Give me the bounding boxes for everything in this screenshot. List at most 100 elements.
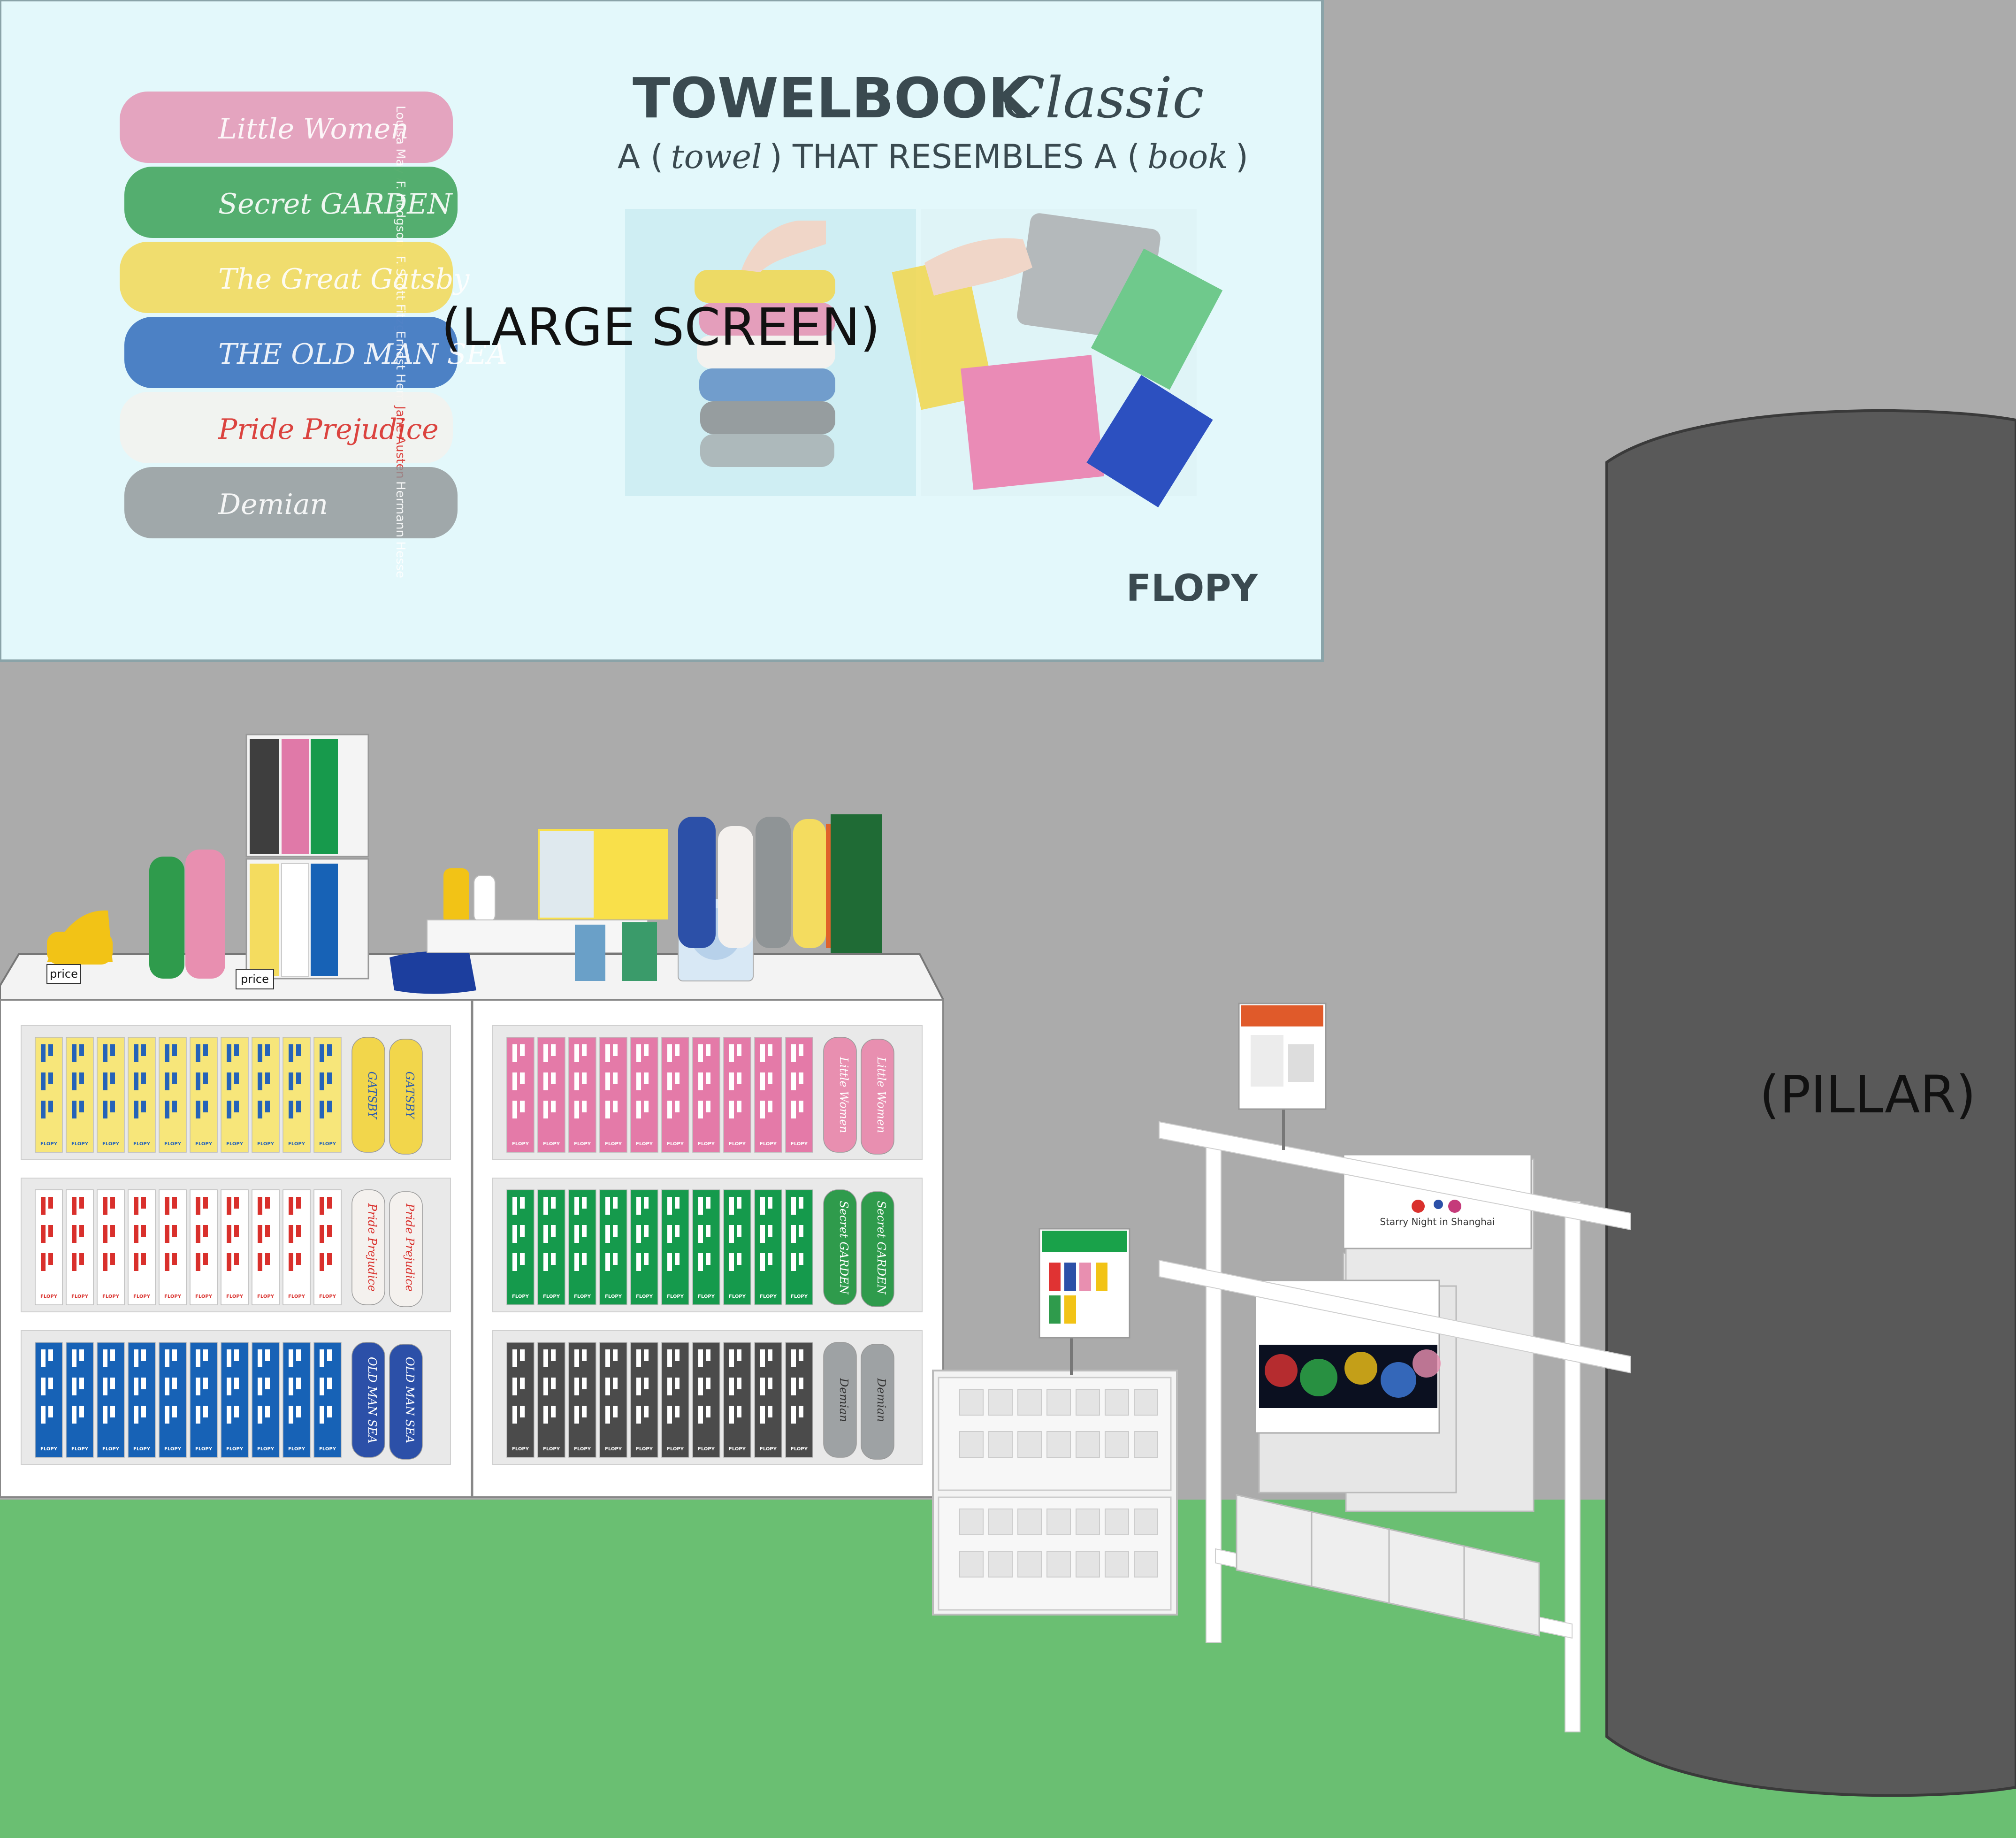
gift-box: FLOPY <box>754 1189 782 1305</box>
screen-tagline: A (towel) THAT RESEMBLES A (book) <box>618 138 1248 176</box>
gift-box-brand: FLOPY <box>133 1141 151 1147</box>
gift-box: FLOPY <box>754 1342 782 1458</box>
gift-box: FLOPY <box>252 1342 280 1458</box>
stack-towel-author: Hermann Hesse <box>393 481 407 578</box>
gift-box: FLOPY <box>630 1037 658 1153</box>
stack-towel-title: The Great Gatsby <box>218 263 470 296</box>
gift-box-brand: FLOPY <box>40 1447 58 1452</box>
gift-box-brand: FLOPY <box>512 1447 529 1452</box>
shelf-bay-1: FLOPY FLOPY FLOPY FLOPY FLOPY FLOPY FLOPY FLOPY… <box>21 1025 451 1160</box>
rolled-towel-title: Demian <box>875 1378 888 1422</box>
gift-box: FLOPY <box>630 1342 658 1458</box>
gift-box: FLOPY <box>252 1189 280 1305</box>
rolled-towel: GATSBY <box>389 1039 423 1155</box>
green-towel <box>149 857 184 979</box>
gift-box-brand: FLOPY <box>226 1447 244 1452</box>
gift-box-brand: FLOPY <box>102 1447 120 1452</box>
stack-towel-title: THE OLD MAN SEA <box>218 338 507 371</box>
rolled-towel: Secret GARDEN <box>823 1189 857 1305</box>
gift-box-brand: FLOPY <box>195 1447 213 1452</box>
gift-box-brand: FLOPY <box>760 1447 777 1452</box>
gift-box-brand: FLOPY <box>512 1141 529 1147</box>
gift-box-brand: FLOPY <box>102 1294 120 1299</box>
gift-box-brand: FLOPY <box>257 1141 275 1147</box>
gift-box: FLOPY <box>661 1037 689 1153</box>
gift-box: FLOPY <box>537 1037 565 1153</box>
gift-box-brand: FLOPY <box>319 1141 336 1147</box>
gift-box: FLOPY <box>506 1189 535 1305</box>
towel-rack: Starry Night in Shanghai <box>1159 1003 1631 1732</box>
gift-box-brand: FLOPY <box>636 1294 653 1299</box>
gift-box: FLOPY <box>568 1037 596 1153</box>
gift-box-brand: FLOPY <box>164 1141 182 1147</box>
gift-box: FLOPY <box>506 1037 535 1153</box>
gift-box-brand: FLOPY <box>195 1294 213 1299</box>
gift-box-brand: FLOPY <box>40 1294 58 1299</box>
pillar-label: (PILLAR) <box>1759 1065 1976 1125</box>
gift-box: FLOPY <box>785 1342 813 1458</box>
gift-box-brand: FLOPY <box>288 1447 305 1452</box>
shelf-bays: FLOPY FLOPY FLOPY FLOPY FLOPY FLOPY FLOPY FLOPY… <box>21 1025 923 1465</box>
gift-box-brand: FLOPY <box>40 1141 58 1147</box>
price-tag-1-label: price <box>50 967 78 980</box>
tagline-book-word: book <box>1147 138 1228 176</box>
rolled-towel-title: OLD MAN SEA <box>403 1357 416 1443</box>
rolled-towel: Pride Prejudice <box>389 1191 423 1307</box>
rolled-towel: Demian <box>823 1342 857 1458</box>
gift-box: FLOPY <box>97 1342 125 1458</box>
pink-towel <box>185 850 225 979</box>
gift-box-brand: FLOPY <box>667 1294 684 1299</box>
gift-box-brand: FLOPY <box>71 1141 89 1147</box>
gift-box-brand: FLOPY <box>698 1294 715 1299</box>
rolled-towel-title: Little Women <box>875 1057 888 1133</box>
gift-box-stack <box>245 734 369 980</box>
gift-box-brand: FLOPY <box>729 1447 746 1452</box>
gift-box-brand: FLOPY <box>288 1141 305 1147</box>
rolled-towel-title: Little Women <box>837 1057 850 1133</box>
gift-box: FLOPY <box>785 1189 813 1305</box>
gift-box: FLOPY <box>692 1342 720 1458</box>
screen-photo-stack <box>625 209 916 496</box>
gift-box: FLOPY <box>283 1189 311 1305</box>
gift-box-brand: FLOPY <box>574 1447 591 1452</box>
gift-box: FLOPY <box>723 1037 751 1153</box>
gift-box-brand: FLOPY <box>71 1447 89 1452</box>
gift-box-brand: FLOPY <box>698 1141 715 1147</box>
gift-box: FLOPY <box>785 1037 813 1153</box>
gift-box-brand: FLOPY <box>791 1141 808 1147</box>
gift-box: FLOPY <box>190 1189 218 1305</box>
gift-box-brand: FLOPY <box>164 1294 182 1299</box>
price-tag-2: price <box>236 969 274 989</box>
gift-box: FLOPY <box>66 1037 94 1153</box>
shelf-bay-2: FLOPY FLOPY FLOPY FLOPY FLOPY FLOPY FLOPY FLOPY… <box>492 1025 923 1160</box>
gift-box: FLOPY <box>128 1189 156 1305</box>
rolled-towel-title: Secret GARDEN <box>875 1201 888 1294</box>
rolled-towel: Demian <box>861 1344 894 1460</box>
gift-box: FLOPY <box>537 1342 565 1458</box>
gift-box-brand: FLOPY <box>667 1141 684 1147</box>
gift-box-brand: FLOPY <box>791 1294 808 1299</box>
gift-box: FLOPY <box>128 1342 156 1458</box>
shelf-bay-6: FLOPY FLOPY FLOPY FLOPY FLOPY FLOPY FLOPY FLOPY… <box>492 1330 923 1465</box>
gift-box: FLOPY <box>190 1342 218 1458</box>
gift-box-brand: FLOPY <box>133 1294 151 1299</box>
gift-box: FLOPY <box>506 1342 535 1458</box>
gift-box-brand: FLOPY <box>512 1294 529 1299</box>
gift-box-brand: FLOPY <box>729 1141 746 1147</box>
tagline-part-3: ) <box>1236 138 1248 176</box>
screen-brand-main: TOWELBOOK <box>633 66 1033 130</box>
gift-box: FLOPY <box>97 1037 125 1153</box>
gift-box: FLOPY <box>66 1189 94 1305</box>
pillar: (PILLAR) <box>1605 409 2016 1797</box>
large-screen-label: (LARGE SCREEN) <box>441 297 880 357</box>
gift-box-brand: FLOPY <box>319 1447 336 1452</box>
gift-box: FLOPY <box>754 1037 782 1153</box>
gift-box: FLOPY <box>97 1189 125 1305</box>
gift-box: FLOPY <box>35 1189 63 1305</box>
gift-box-brand: FLOPY <box>543 1141 560 1147</box>
gift-box: FLOPY <box>313 1342 342 1458</box>
